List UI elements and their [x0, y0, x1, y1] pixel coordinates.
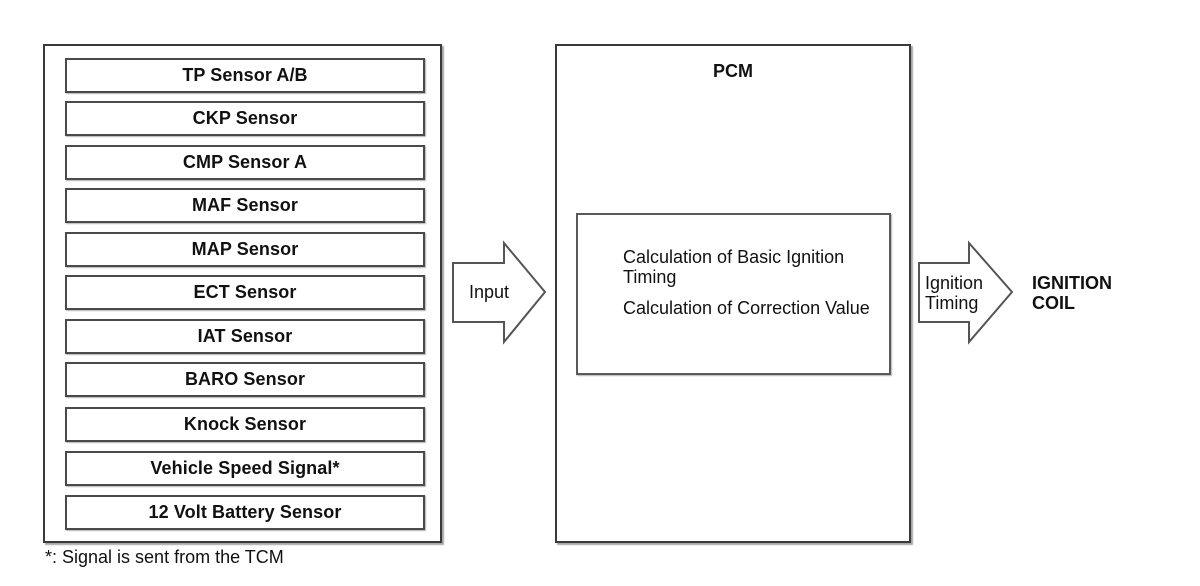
sensor-label: 12 Volt Battery Sensor	[148, 502, 342, 522]
ignition-timing-label-line2: Timing	[925, 293, 979, 313]
sensor-box-vehicle-speed: Vehicle Speed Signal*	[65, 451, 425, 486]
ignition-timing-arrow	[918, 240, 1014, 345]
ignition-coil-line1: IGNITION	[1032, 273, 1112, 293]
sensor-box-cmp: CMP Sensor A	[65, 145, 425, 180]
calculation-correction-value: Calculation of Correction Value	[623, 298, 870, 318]
ignition-timing-arrow-shape	[918, 240, 1014, 345]
pcm-title: PCM	[713, 61, 753, 81]
ignition-timing-label-line1: Ignition	[925, 273, 984, 293]
sensor-box-iat: IAT Sensor	[65, 319, 425, 354]
sensor-box-map: MAP Sensor	[65, 232, 425, 267]
sensor-label: ECT Sensor	[193, 282, 297, 302]
sensor-box-tp: TP Sensor A/B	[65, 58, 425, 93]
input-arrow	[452, 240, 547, 345]
sensor-label: TP Sensor A/B	[182, 65, 308, 85]
pcm-panel: PCM Calculation of Basic Ignition Timing…	[555, 44, 911, 543]
sensor-box-ect: ECT Sensor	[65, 275, 425, 310]
sensor-box-baro: BARO Sensor	[65, 362, 425, 397]
sensor-box-battery: 12 Volt Battery Sensor	[65, 495, 425, 530]
sensor-panel: TP Sensor A/B CKP Sensor CMP Sensor A MA…	[43, 44, 442, 543]
ignition-timing-label: Ignition Timing	[925, 273, 983, 313]
input-arrow-label: Input	[469, 282, 510, 302]
sensor-box-knock: Knock Sensor	[65, 407, 425, 442]
ignition-coil-line2: COIL	[1032, 293, 1075, 313]
sensor-label: Knock Sensor	[183, 414, 307, 434]
sensor-label: MAF Sensor	[191, 195, 298, 215]
sensor-label: CKP Sensor	[192, 108, 298, 128]
footnote: *: Signal is sent from the TCM	[45, 547, 284, 567]
sensor-box-ckp: CKP Sensor	[65, 101, 425, 136]
sensor-label: MAP Sensor	[191, 239, 299, 259]
sensor-label: CMP Sensor A	[182, 152, 308, 172]
calculation-box: Calculation of Basic Ignition Timing Cal…	[576, 213, 891, 375]
sensor-label: Vehicle Speed Signal*	[150, 458, 340, 478]
ignition-coil-label: IGNITION COIL	[1032, 273, 1112, 313]
calculation-basic-ignition-timing: Calculation of Basic Ignition Timing	[623, 247, 845, 287]
sensor-label: BARO Sensor	[184, 369, 306, 389]
sensor-box-maf: MAF Sensor	[65, 188, 425, 223]
sensor-label: IAT Sensor	[197, 326, 293, 346]
input-arrow-shape	[452, 240, 547, 345]
